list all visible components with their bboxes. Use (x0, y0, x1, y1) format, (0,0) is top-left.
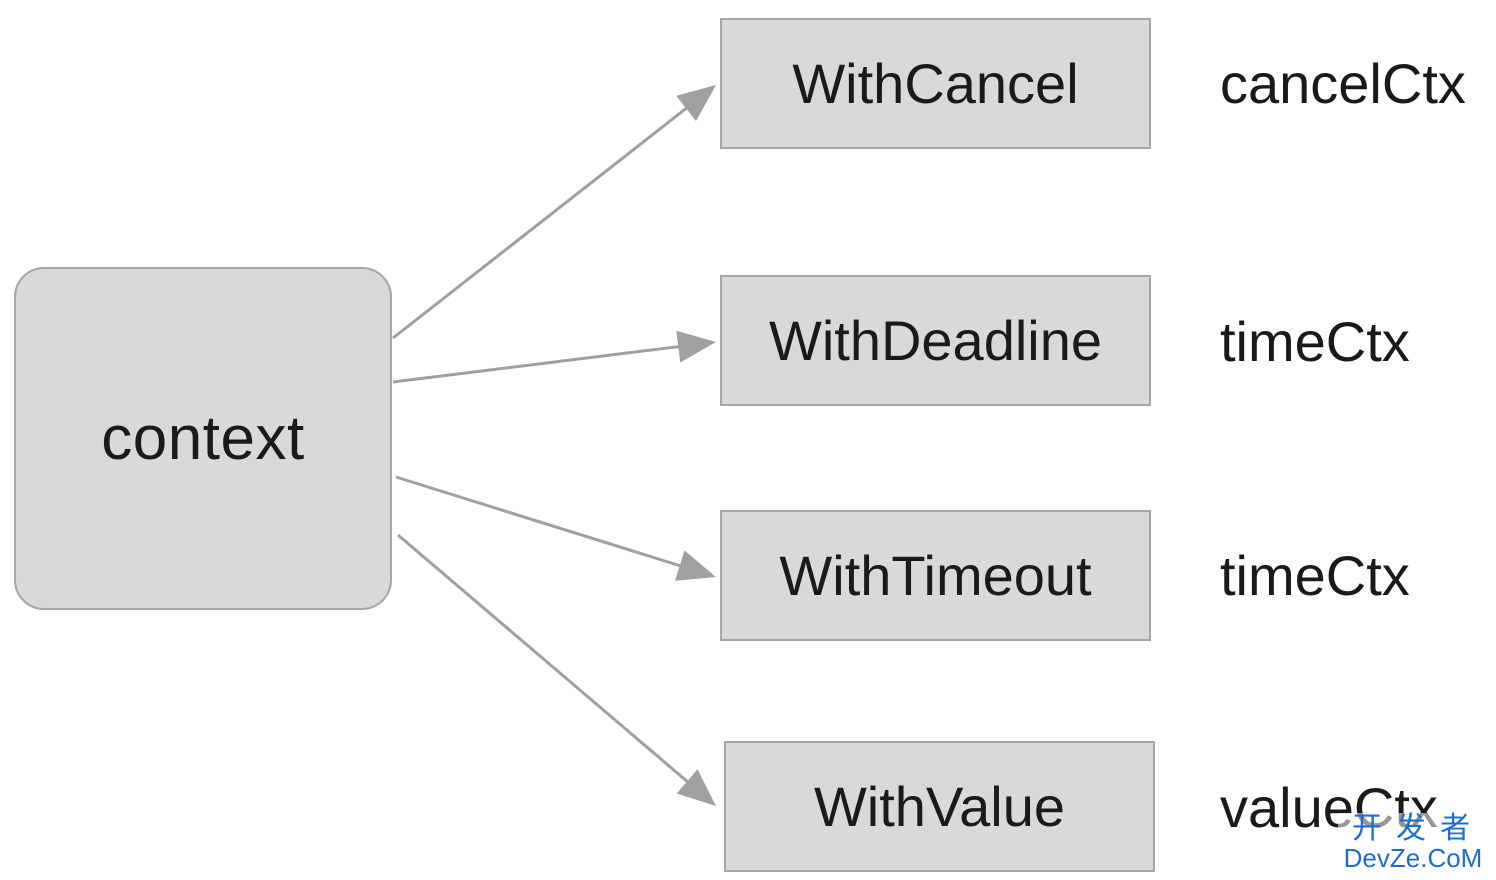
arrow-to-with-value-line (397, 533, 692, 786)
arrow-to-with-value-head (676, 769, 716, 806)
with-cancel-label: WithCancel (792, 52, 1079, 115)
with-deadline-node: WithDeadline (720, 275, 1151, 406)
context-label: context (101, 404, 305, 473)
with-cancel-node: WithCancel (720, 18, 1151, 149)
cancel-ctx-label: cancelCtx (1220, 52, 1466, 115)
with-value-label: WithValue (813, 775, 1066, 838)
arrow-to-with-deadline-head (676, 330, 716, 363)
arrow-to-with-timeout-line (395, 475, 684, 569)
watermark-cn-text: 开发者 (1352, 812, 1484, 846)
context-node: context (14, 267, 392, 610)
arrow-to-with-cancel-line (392, 104, 691, 340)
with-value-node: WithValue (724, 741, 1155, 872)
time-ctx-label-deadline: timeCtx (1220, 310, 1410, 373)
watermark-en-text: DevZe.CoM (1343, 842, 1483, 873)
arrow-to-with-deadline-line (392, 344, 683, 384)
arrow-to-with-cancel-head (676, 85, 716, 121)
arrow-to-with-timeout-head (675, 550, 716, 581)
arrow-group (392, 85, 716, 806)
time-ctx-label-timeout: timeCtx (1220, 544, 1410, 607)
site-watermark: 开发者 DevZe.CoM (1338, 813, 1488, 872)
with-timeout-label: WithTimeout (779, 544, 1092, 607)
with-deadline-label: WithDeadline (768, 309, 1103, 372)
with-timeout-node: WithTimeout (720, 510, 1151, 641)
